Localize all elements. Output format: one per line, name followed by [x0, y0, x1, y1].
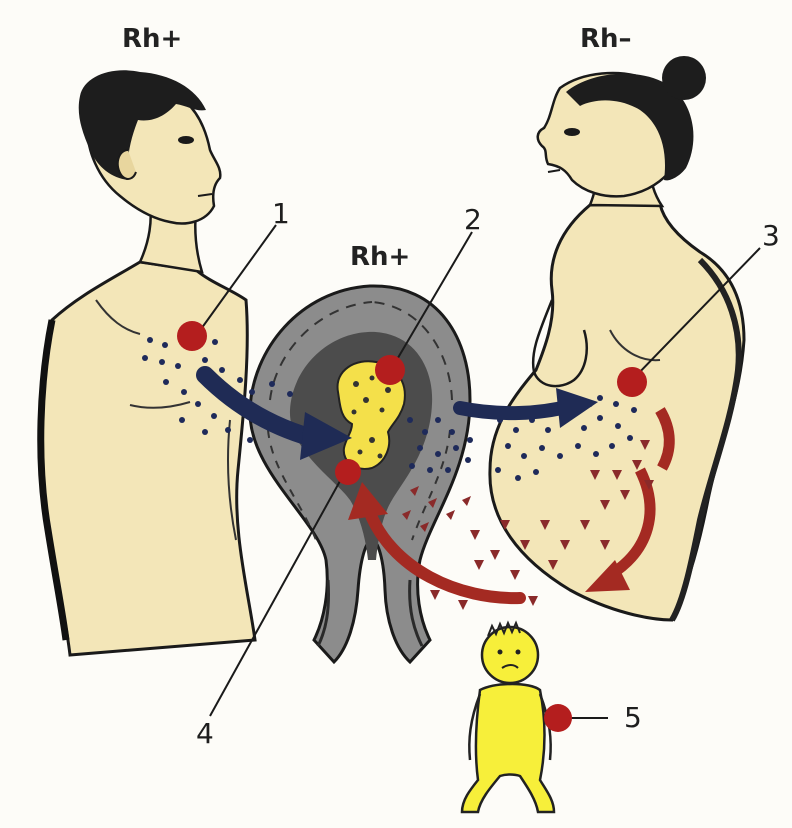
antibody-flow-arrow-mother-to-fetus — [348, 482, 526, 605]
father-hair — [78, 70, 206, 180]
marker-5 — [544, 704, 572, 732]
mother-breast — [531, 299, 588, 388]
newborn-figure — [460, 620, 556, 814]
newborn-body — [460, 682, 556, 814]
leader-line-1 — [195, 224, 277, 337]
father-figure — [37, 70, 257, 657]
callout-3: 3 — [762, 219, 780, 252]
mother-back-shadow — [669, 257, 742, 622]
father-back-shadow — [37, 319, 70, 641]
newborn-head — [480, 625, 540, 685]
marker-3 — [617, 367, 647, 397]
anti-rh-antibodies — [402, 440, 654, 610]
marker-2 — [375, 355, 405, 385]
father-torso — [39, 260, 257, 657]
antibody-flow-arrow-mother — [606, 467, 656, 580]
callout-2: 2 — [464, 203, 482, 236]
father-mouth — [197, 193, 213, 197]
mother-hair-bun — [662, 56, 706, 100]
mother-eye — [564, 128, 580, 136]
callout-4: 4 — [196, 717, 214, 750]
mother-hair — [566, 73, 694, 181]
leader-line-2 — [391, 231, 473, 369]
antigen-flow-arrow-fetus-to-mother — [453, 388, 598, 428]
callout-markers — [177, 321, 647, 732]
callout-5: 5 — [624, 701, 642, 734]
mother-mouth — [547, 169, 561, 173]
antigen-flow-arrow-father-to-fetus — [196, 366, 352, 460]
mother-figure — [488, 56, 746, 622]
mother-body — [488, 202, 746, 622]
marker-4 — [335, 459, 361, 485]
fetus-rh-label: Rh+ — [350, 242, 411, 272]
marker-1 — [177, 321, 207, 351]
fetus-texture — [351, 375, 391, 459]
leader-line-3 — [633, 247, 761, 379]
callout-1: 1 — [272, 197, 290, 230]
father-rh-label: Rh+ — [122, 24, 183, 54]
mother-rh-label: Rh– — [580, 24, 632, 54]
father-eye — [178, 136, 194, 144]
father-ear — [116, 149, 137, 180]
callout-leaders — [195, 224, 761, 719]
leader-line-4 — [209, 471, 346, 717]
